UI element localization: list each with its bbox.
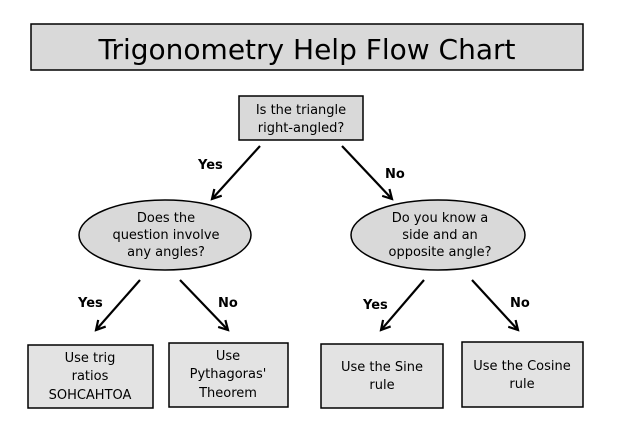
result-sine-line-1: Use the Sine (341, 360, 423, 375)
angles-question-line-3: any angles? (127, 245, 205, 260)
label-side-no: No (510, 296, 530, 311)
side-question-line-2: side and an (402, 228, 478, 243)
result-pythag-line-2: Pythagoras' (190, 367, 267, 382)
angles-question-ellipse: Does the question involve any angles? (78, 199, 252, 271)
label-angles-yes: Yes (77, 296, 103, 311)
label-side-yes: Yes (362, 298, 388, 313)
arrow-side-no (471, 279, 518, 330)
result-pythag-line-3: Theorem (198, 386, 257, 401)
arrow-angles-no (179, 279, 228, 330)
angles-question-line-2: question involve (112, 228, 219, 243)
side-question-line-1: Do you know a (392, 211, 489, 226)
label-root-no: No (385, 167, 405, 182)
arrow-angles-yes (96, 279, 141, 330)
root-question-line-1: Is the triangle (256, 103, 346, 118)
result-trig-ratios-box: Use trig ratios SOHCAHTOA (27, 344, 154, 409)
result-trig-line-1: Use trig (65, 351, 116, 366)
result-trig-line-2: ratios (72, 369, 109, 384)
result-cosine-rule-box: Use the Cosine rule (461, 341, 584, 408)
result-trig-line-3: SOHCAHTOA (49, 388, 132, 403)
arrow-root-no (341, 145, 392, 199)
side-question-line-3: opposite angle? (389, 245, 492, 260)
angles-question-line-1: Does the (137, 211, 195, 226)
result-cosine-line-1: Use the Cosine (473, 359, 571, 374)
result-sine-line-2: rule (369, 378, 394, 393)
page-title: Trigonometry Help Flow Chart (97, 33, 515, 66)
root-question-line-2: right-angled? (258, 121, 344, 136)
result-cosine-line-2: rule (509, 377, 534, 392)
label-root-yes: Yes (197, 158, 223, 173)
arrow-side-yes (381, 279, 425, 330)
label-angles-no: No (218, 296, 238, 311)
root-question-box: Is the triangle right-angled? (238, 95, 364, 141)
title-box: Trigonometry Help Flow Chart (30, 23, 584, 71)
result-pythagoras-box: Use Pythagoras' Theorem (168, 342, 289, 408)
result-sine-rule-box: Use the Sine rule (320, 343, 444, 409)
side-question-ellipse: Do you know a side and an opposite angle… (350, 199, 526, 271)
result-pythag-line-1: Use (216, 349, 240, 364)
arrow-root-yes (212, 145, 261, 199)
